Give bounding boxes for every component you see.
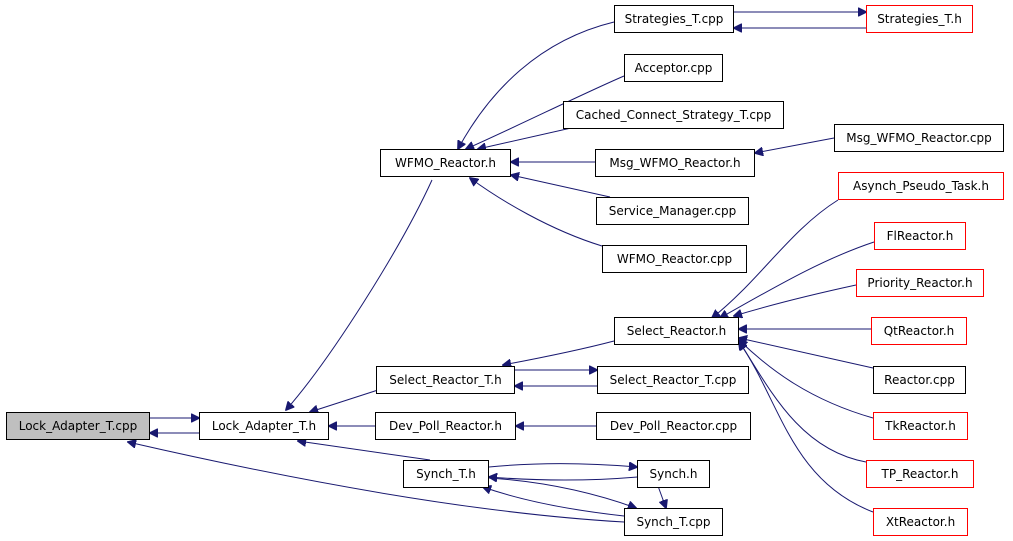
node-select-reactor-t-cpp[interactable]: Select_Reactor_T.cpp [597,366,749,394]
edge-reactor-cpp-to-select-reactor-h [739,338,874,369]
edge-strategies-t-cpp-to-wfmo-reactor-h [458,21,615,149]
node-acceptor-cpp[interactable]: Acceptor.cpp [624,54,723,82]
edge-service-manager-to-wfmo-reactor-h [511,175,611,198]
node-tkreactor-h[interactable]: TkReactor.h [873,412,968,440]
edge-synch-t-cpp-to-lock-adapter-cpp [128,442,625,523]
node-wfmo-reactor-cpp[interactable]: WFMO_Reactor.cpp [602,245,747,273]
edge-synch-t-cpp-to-synch-t-h [483,487,625,517]
edge-synch-t-h-to-synch-t-cpp [488,477,636,508]
node-synch-t-h[interactable]: Synch_T.h [403,460,489,488]
node-reactor-cpp[interactable]: Reactor.cpp [873,366,966,394]
node-lock-adapter-t-cpp: Lock_Adapter_T.cpp [6,412,150,440]
node-service-manager-cpp[interactable]: Service_Manager.cpp [596,197,749,225]
node-lock-adapter-t-h[interactable]: Lock_Adapter_T.h [199,412,329,440]
edge-xtreactor-to-select-reactor-h [739,342,874,513]
edge-flreactor-to-select-reactor-h [720,241,875,318]
edge-cached-strategy-to-wfmo-reactor-h [478,125,581,149]
node-wfmo-reactor-h[interactable]: WFMO_Reactor.h [380,149,511,177]
node-select-reactor-t-h[interactable]: Select_Reactor_T.h [376,366,515,394]
edge-synch-t-h-to-synch-h [488,464,637,467]
edge-synch-h-to-synch-t-cpp [657,485,666,508]
edge-synch-t-h-to-lock-adapter-h [298,441,431,461]
edge-msg-wfmo-cpp-to-h [755,137,835,153]
node-strategies-t-h[interactable]: Strategies_T.h [866,5,973,33]
edge-acceptor-cpp-to-wfmo-reactor-h [466,75,625,149]
node-msg-wfmo-reactor-cpp[interactable]: Msg_WFMO_Reactor.cpp [834,124,1004,152]
node-dev-poll-reactor-cpp[interactable]: Dev_Poll_Reactor.cpp [596,412,751,440]
node-asynch-pseudo-task-h[interactable]: Asynch_Pseudo_Task.h [838,172,1004,200]
node-xtreactor-h[interactable]: XtReactor.h [873,508,968,536]
node-synch-t-cpp[interactable]: Synch_T.cpp [624,508,723,536]
node-strategies-t-cpp[interactable]: Strategies_T.cpp [614,5,734,33]
edge-priority-reactor-to-select-reactor-h [734,284,857,316]
node-dev-poll-reactor-h[interactable]: Dev_Poll_Reactor.h [375,412,516,440]
edge-wfmo-reactor-cpp-to-wfmo-reactor-h [470,178,603,247]
node-select-reactor-h[interactable]: Select_Reactor.h [614,317,739,345]
node-tp-reactor-h[interactable]: TP_Reactor.h [866,460,974,488]
node-qtreactor-h[interactable]: QtReactor.h [871,317,967,345]
edge-tkreactor-to-select-reactor-h [739,340,874,419]
edge-select-reactor-h-to-select-reactor-t-h [503,340,615,365]
edge-synch-h-to-synch-t-h [489,477,638,480]
node-msg-wfmo-reactor-h[interactable]: Msg_WFMO_Reactor.h [595,149,755,177]
edge-asynch-pseudo-task-to-select-reactor-h [712,199,839,318]
edge-select-reactor-t-h-to-lock-adapter-h [310,389,379,412]
node-cached-connect-strategy-t-cpp[interactable]: Cached_Connect_Strategy_T.cpp [563,101,784,129]
node-priority-reactor-h[interactable]: Priority_Reactor.h [856,269,984,297]
edge-tp-reactor-to-select-reactor-h [739,341,867,463]
edge-wfmo-reactor-h-to-lock-adapter-h [286,179,433,410]
node-flreactor-h[interactable]: FlReactor.h [874,222,966,250]
node-synch-h[interactable]: Synch.h [637,460,710,488]
